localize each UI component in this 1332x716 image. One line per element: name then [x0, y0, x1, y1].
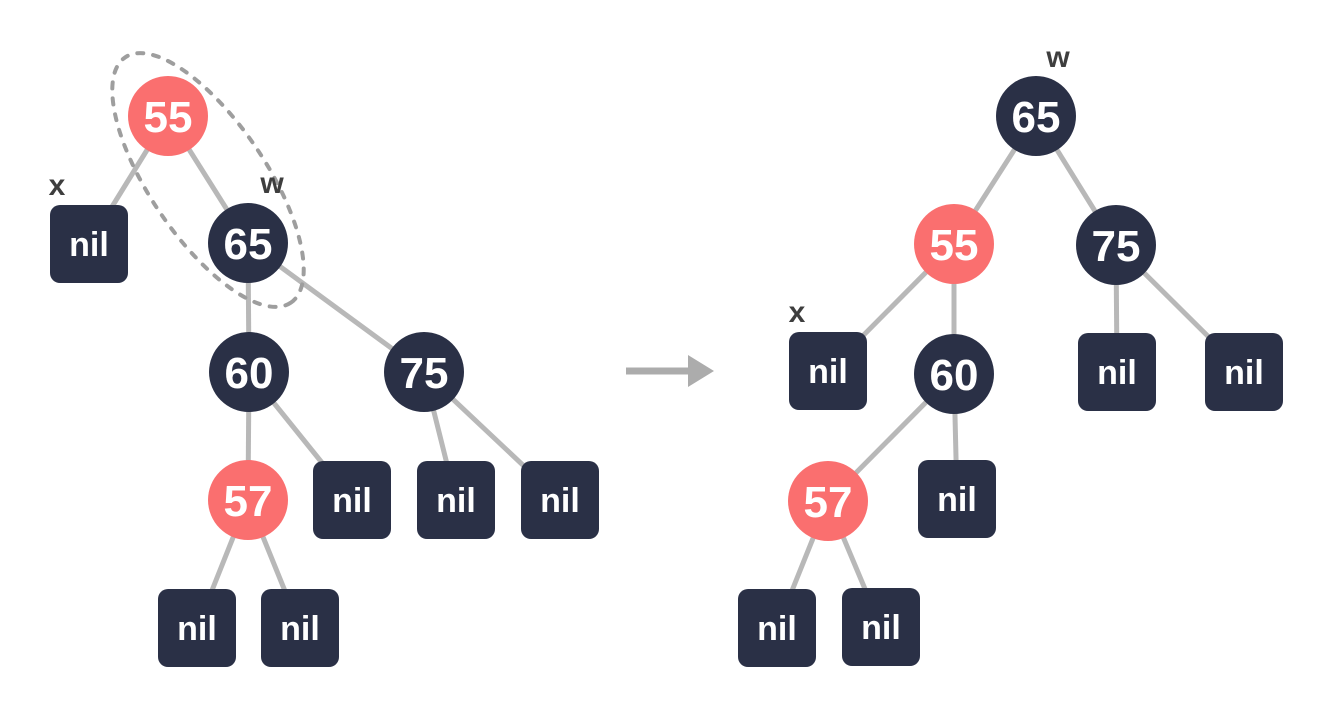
tree-after-rotation: 65 55 75 nil 60 nil nil 57 nil nil nil w x — [738, 41, 1283, 667]
black-node-circle — [209, 332, 289, 412]
node-value: 75 — [1092, 222, 1141, 271]
nil-label: nil — [177, 610, 217, 648]
nil-label: nil — [540, 482, 580, 520]
tree-node-after-rotation-n60: 60 — [914, 334, 994, 414]
node-value: 55 — [930, 221, 979, 270]
nil-label: nil — [69, 226, 109, 264]
nil-node-after-rotation-nil75l: nil — [1078, 333, 1156, 411]
nil-label: nil — [280, 610, 320, 648]
tree-node-after-rotation-n75: 75 — [1076, 205, 1156, 285]
nil-box — [842, 588, 920, 666]
nil-box — [50, 205, 128, 283]
pointer-label-w: w — [259, 167, 284, 200]
nil-node-before-rotation-nilx: nil — [50, 205, 128, 283]
nil-label: nil — [861, 609, 901, 647]
rotation-highlight-ellipse — [110, 51, 306, 309]
nil-box — [1205, 333, 1283, 411]
black-node-circle — [384, 332, 464, 412]
nil-node-before-rotation-nil57l: nil — [158, 589, 236, 667]
nil-box — [521, 461, 599, 539]
nil-label: nil — [757, 610, 797, 648]
nil-box — [918, 460, 996, 538]
nil-node-after-rotation-nil57l: nil — [738, 589, 816, 667]
nil-node-after-rotation-nil75r: nil — [1205, 333, 1283, 411]
tree-node-before-rotation-n57: 57 — [208, 460, 288, 540]
nil-label: nil — [1224, 354, 1264, 392]
nil-box — [738, 589, 816, 667]
nil-label: nil — [808, 353, 848, 391]
nil-label: nil — [332, 482, 372, 520]
node-value: 60 — [930, 351, 979, 400]
nil-box — [789, 332, 867, 410]
nil-node-before-rotation-nil60r: nil — [313, 461, 391, 539]
red-node-circle — [914, 204, 994, 284]
nil-node-after-rotation-nil60r: nil — [918, 460, 996, 538]
nil-box — [313, 461, 391, 539]
nil-label: nil — [1097, 354, 1137, 392]
red-node-circle — [208, 460, 288, 540]
red-node-circle — [788, 461, 868, 541]
tree-node-after-rotation-n65: 65 — [996, 76, 1076, 156]
nil-node-after-rotation-nilx: nil — [789, 332, 867, 410]
black-node-circle — [1076, 205, 1156, 285]
tree-node-after-rotation-n57: 57 — [788, 461, 868, 541]
nil-node-before-rotation-nil75r: nil — [521, 461, 599, 539]
nil-label: nil — [436, 482, 476, 520]
tree-node-before-rotation-n65: 65 — [208, 203, 288, 283]
pointer-label-w: w — [1045, 41, 1070, 74]
node-value: 55 — [144, 93, 193, 142]
node-value: 60 — [225, 349, 274, 398]
tree-node-before-rotation-n60: 60 — [209, 332, 289, 412]
nil-box — [417, 461, 495, 539]
red-node-circle — [128, 76, 208, 156]
black-node-circle — [208, 203, 288, 283]
node-value: 65 — [224, 220, 273, 269]
black-node-circle — [996, 76, 1076, 156]
black-node-circle — [914, 334, 994, 414]
nil-label: nil — [937, 481, 977, 519]
node-value: 57 — [804, 478, 853, 527]
nil-node-after-rotation-nil57r: nil — [842, 588, 920, 666]
node-value: 75 — [400, 349, 449, 398]
transition-arrow-head — [688, 355, 714, 387]
nil-box — [158, 589, 236, 667]
nil-node-before-rotation-nil75l: nil — [417, 461, 495, 539]
pointer-label-x: x — [49, 169, 66, 202]
nil-box — [1078, 333, 1156, 411]
node-value: 57 — [224, 477, 273, 526]
pointer-label-x: x — [789, 296, 806, 329]
tree-node-before-rotation-n75: 75 — [384, 332, 464, 412]
nil-box — [261, 589, 339, 667]
tree-node-before-rotation-n55: 55 — [128, 76, 208, 156]
tree-node-after-rotation-n55: 55 — [914, 204, 994, 284]
node-value: 65 — [1012, 93, 1061, 142]
nil-node-before-rotation-nil57r: nil — [261, 589, 339, 667]
